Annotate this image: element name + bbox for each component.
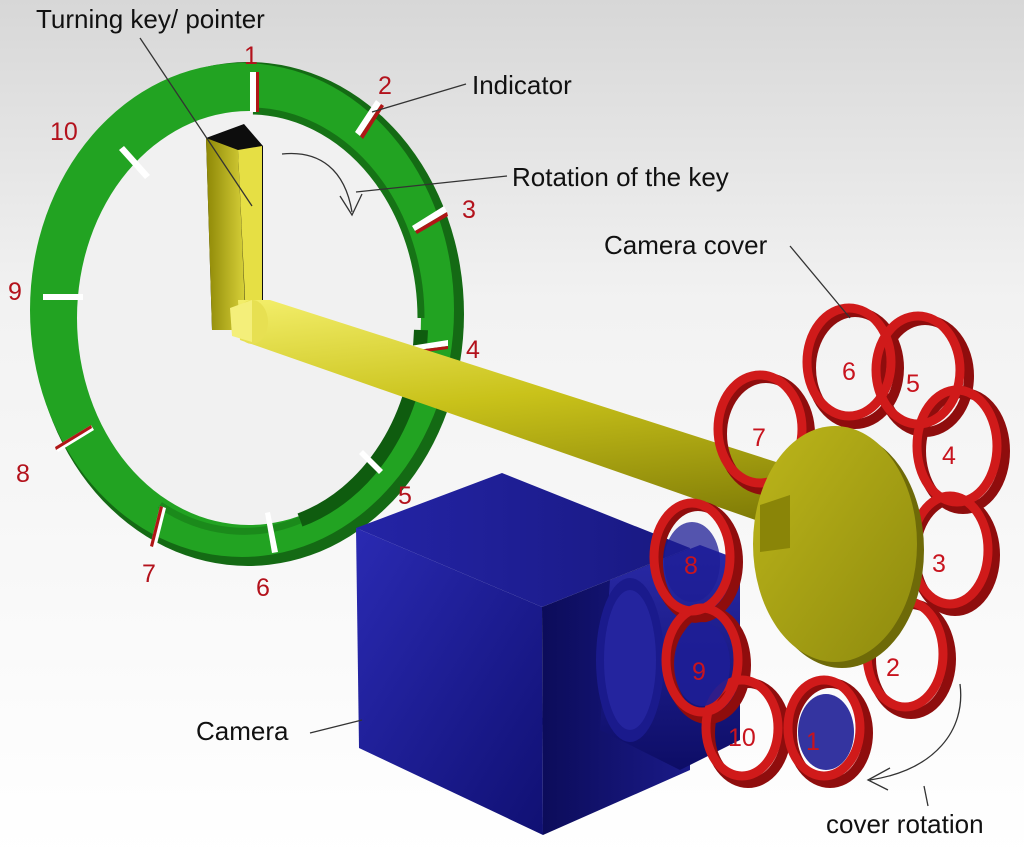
label-cover-rotation: cover rotation (826, 809, 984, 839)
dial-number: 4 (466, 336, 480, 364)
cover-number: 10 (728, 724, 756, 752)
camera-body (356, 473, 740, 835)
label-indicator: Indicator (472, 70, 572, 100)
dial-number: 2 (378, 72, 392, 100)
dial-number: 3 (462, 196, 476, 224)
dial-number: 1 (244, 42, 258, 70)
label-rotation-of-key: Rotation of the key (512, 162, 729, 192)
key-rotation-arrow (281, 152, 363, 217)
cover-rotation-arrow (866, 683, 962, 791)
label-turning-key: Turning key/ pointer (36, 4, 265, 34)
dial-number: 8 (16, 460, 30, 488)
cover-number: 2 (886, 654, 900, 682)
dial-number: 6 (256, 574, 270, 602)
label-camera: Camera (196, 716, 289, 746)
leader-lines (139, 37, 929, 807)
cover-numbers: 1 2 3 4 5 6 7 8 9 10 (684, 358, 956, 756)
cover-number: 3 (932, 550, 946, 578)
cover-number: 7 (752, 424, 766, 452)
cover-number: 9 (692, 658, 706, 686)
cover-number: 6 (842, 358, 856, 386)
dial-number: 5 (398, 482, 412, 510)
dial-number: 9 (8, 278, 22, 306)
cover-number: 4 (942, 442, 956, 470)
cover-number: 1 (806, 728, 820, 756)
cover-number: 8 (684, 552, 698, 580)
text-labels: Turning key/ pointer Indicator Rotation … (36, 4, 984, 839)
cover-number: 5 (906, 370, 920, 398)
turning-key-pointer (206, 124, 263, 330)
key-shaft (230, 300, 870, 560)
dial-numbers: 1 2 3 4 5 6 7 8 9 10 (8, 42, 480, 602)
label-camera-cover: Camera cover (604, 230, 768, 260)
dial-number: 7 (142, 560, 156, 588)
dial-number: 10 (50, 118, 78, 146)
camera-cover (649, 303, 1010, 788)
